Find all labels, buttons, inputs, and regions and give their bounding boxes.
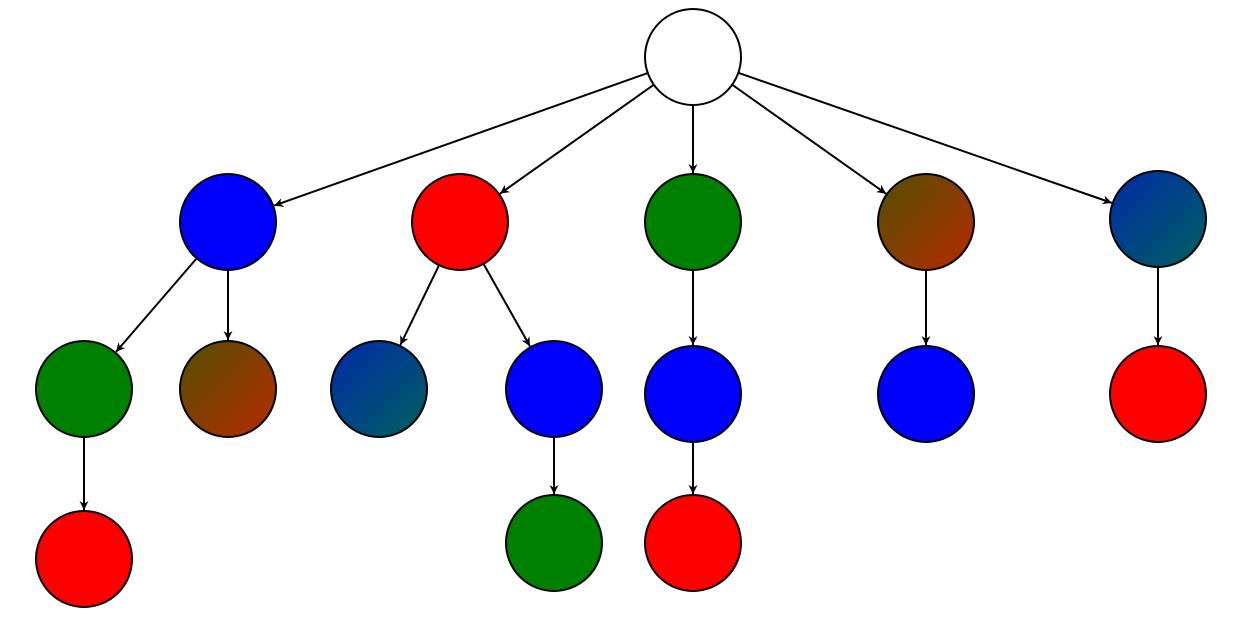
- node-n2: [411, 173, 509, 271]
- node-root: [644, 8, 742, 106]
- edge-n2-n2a: [399, 264, 440, 346]
- node-n3a: [644, 345, 742, 443]
- node-n2a: [330, 340, 428, 438]
- node-n4a: [877, 345, 975, 443]
- edges-layer: [79, 71, 1163, 510]
- edge-root-n4: [731, 83, 887, 195]
- edge-n1-n1a: [115, 257, 198, 353]
- node-n5: [1109, 170, 1207, 268]
- edge-n2-n2b: [482, 263, 531, 347]
- node-n5a: [1109, 345, 1207, 443]
- node-n2b1: [505, 494, 603, 592]
- node-n4: [877, 173, 975, 271]
- node-n1: [179, 173, 277, 271]
- node-n2b: [505, 340, 603, 438]
- edge-root-n1: [273, 72, 649, 207]
- node-n1a: [35, 340, 133, 438]
- nodes-layer: [35, 8, 1207, 608]
- node-n3a1: [644, 494, 742, 592]
- edge-root-n5: [737, 71, 1113, 205]
- edge-root-n2: [499, 83, 655, 195]
- node-n1a1: [35, 510, 133, 608]
- node-n3: [644, 173, 742, 271]
- node-n1b: [179, 340, 277, 438]
